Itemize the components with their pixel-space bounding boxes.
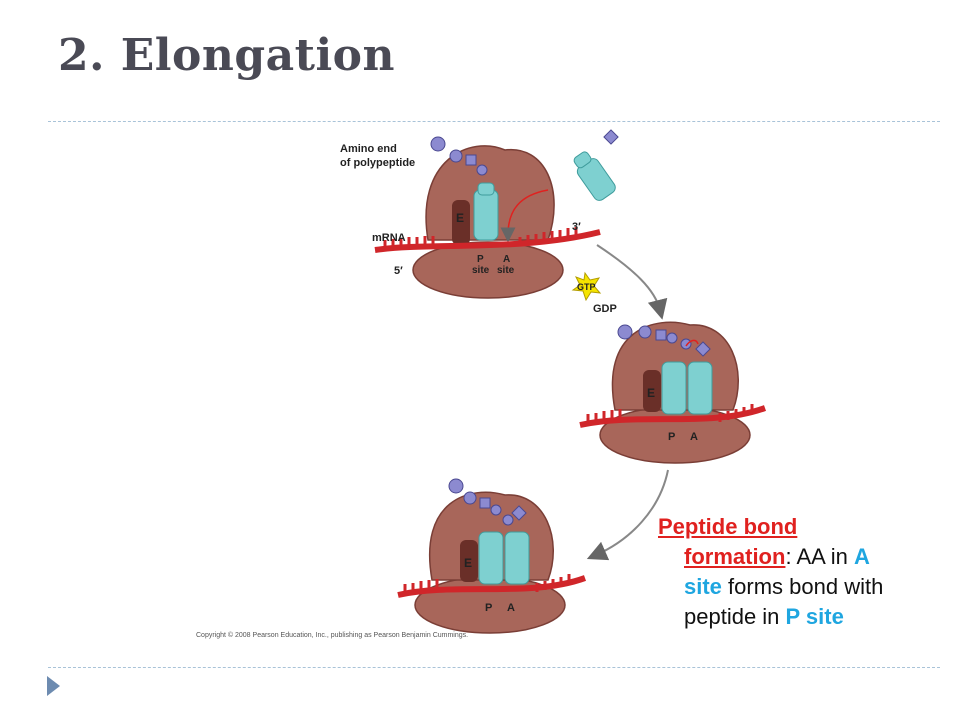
copyright-notice: Copyright © 2008 Pearson Education, Inc.… (196, 632, 469, 639)
amino-end-label-1: Amino end (340, 143, 397, 155)
ribosome-step-3: E (397, 478, 587, 634)
ribosome-step-1: E (374, 129, 619, 299)
three-prime-label: 3′ (572, 221, 581, 233)
callout-site-word: site (684, 574, 722, 599)
mrna-label: mRNA (372, 232, 406, 244)
callout-term-2: formation (684, 544, 786, 569)
five-prime-label: 5′ (394, 265, 403, 277)
callout-text-2: : AA in (785, 544, 854, 569)
p-site-letter: P (477, 254, 484, 265)
callout-line-1: Peptide bond (658, 512, 953, 542)
callout-text-3: forms bond with (721, 574, 884, 599)
gdp-label: GDP (593, 303, 617, 315)
callout-a-site: A (853, 544, 870, 569)
callout-line-3: site forms bond with (658, 572, 953, 602)
callout-term-1: Peptide bond (658, 514, 798, 539)
a-label-2: A (690, 431, 698, 443)
callout-line-4: peptide in P site (658, 602, 953, 632)
e-site-label-2: E (647, 386, 655, 400)
gtp-star-icon (571, 271, 602, 302)
bottom-divider (48, 667, 940, 668)
gtp-label: GTP (577, 282, 596, 292)
slide-bullet-arrow-icon (47, 676, 60, 696)
callout-line-2: formation: AA in A (658, 542, 953, 572)
top-divider (48, 121, 940, 122)
ribosome-step-2: E (579, 321, 767, 464)
callout-p-site: P site (785, 604, 844, 629)
p-site-word: site (472, 265, 490, 276)
e-site-label-3: E (464, 556, 472, 570)
p-label-3: P (485, 602, 492, 614)
amino-end-label-2: of polypeptide (340, 157, 415, 169)
a-site-word: site (497, 265, 515, 276)
a-label-3: A (507, 602, 515, 614)
p-label-2: P (668, 431, 675, 443)
slide-title: 2. Elongation (58, 30, 395, 81)
a-site-letter: A (503, 254, 510, 265)
peptide-bond-callout: Peptide bond formation: AA in A site for… (658, 512, 953, 632)
e-site-label: E (456, 211, 464, 225)
callout-text-4: peptide in (684, 604, 786, 629)
